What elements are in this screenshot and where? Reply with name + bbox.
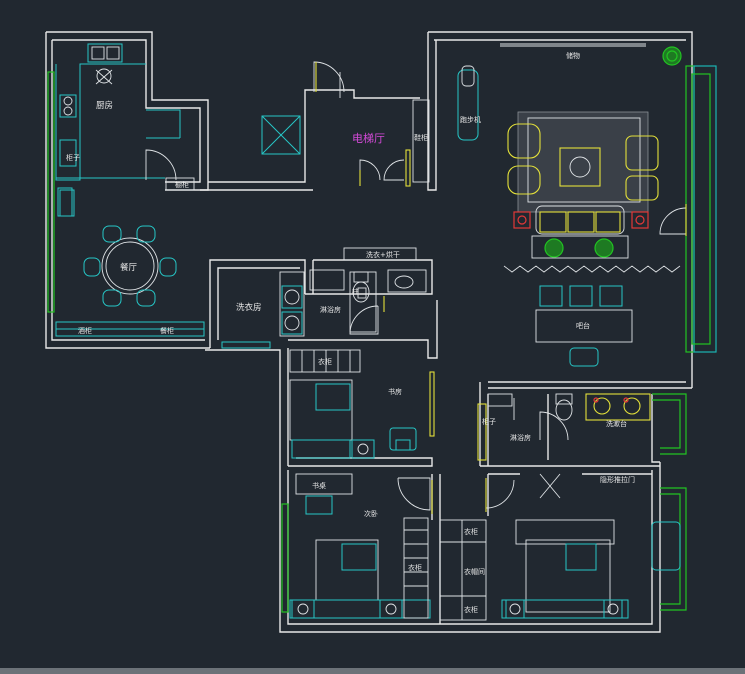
study-label: 书房	[388, 387, 402, 396]
master-door-label: 隐形推拉门	[600, 475, 635, 484]
elevator-hall-label: 电梯厅	[352, 132, 385, 145]
kitchen: 厨房 柜子 橱柜	[55, 43, 195, 217]
storage-label: 储物	[566, 51, 580, 60]
wine-cabinet-label: 柜子	[66, 153, 80, 162]
kitchen-cab-label: 橱柜	[175, 180, 189, 189]
bar-label: 吧台	[576, 321, 590, 330]
shoe-cabinet-label: 鞋柜	[414, 133, 428, 142]
study-room: 衣柜 书房	[289, 349, 435, 459]
status-strip	[0, 668, 745, 674]
elevator-hall: 电梯厅 鞋柜	[261, 61, 430, 187]
bedroom-label: 次卧	[364, 509, 378, 518]
wardrobe-label-c: 衣柜	[464, 527, 478, 536]
master-bathroom: 淋浴房 洗漱台 柜子	[477, 393, 651, 461]
dining-label: 餐厅	[120, 263, 138, 273]
master-bath-label: 淋浴房	[510, 433, 531, 442]
laundry-room: 洗衣房 洗衣+烘干	[236, 247, 417, 337]
bath-label: 淋浴房	[320, 305, 341, 314]
wardrobe-label-b: 衣柜	[408, 563, 422, 572]
public-bathroom: 淋浴房 柱	[309, 269, 427, 335]
study-wardrobe-label: 衣柜	[318, 357, 332, 366]
walk-in-label: 衣帽间	[464, 567, 485, 576]
bath-cabinet-label: 柜子	[482, 417, 496, 426]
side-cabinet-label: 餐柜	[160, 326, 174, 335]
wine-cabinet-label-2: 酒柜	[78, 326, 92, 335]
desk-label: 书桌	[312, 481, 326, 490]
dining-room: 餐厅 酒柜 餐柜	[55, 187, 205, 337]
gym-label: 跑步机	[460, 115, 481, 124]
door-swings	[145, 72, 487, 514]
second-bedroom: 书桌 次卧 衣柜	[289, 473, 431, 619]
wardrobe-label-d: 衣柜	[464, 605, 478, 614]
master-bedroom: 隐形推拉门	[485, 473, 681, 619]
laundry-label: 洗衣房	[236, 302, 262, 313]
pillar-label: 柱	[352, 287, 359, 296]
living-room: 储物 跑步机 吧台	[457, 43, 687, 367]
kitchen-label: 厨房	[96, 100, 113, 111]
walk-in-closet: 衣柜 衣帽间 衣柜	[439, 519, 487, 621]
washer-label: 洗衣+烘干	[366, 250, 400, 259]
vanity-label: 洗漱台	[606, 419, 627, 428]
